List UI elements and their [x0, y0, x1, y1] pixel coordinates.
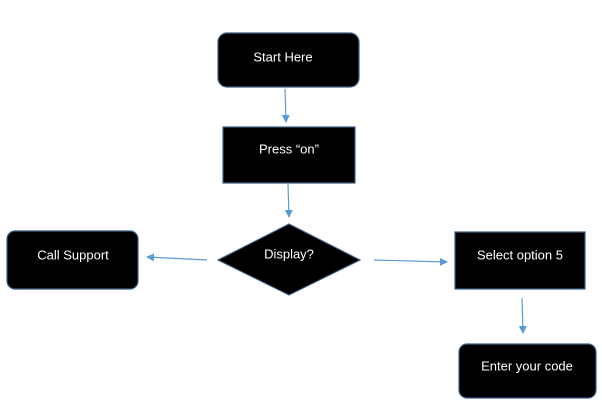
start-node-label: Start Here	[253, 49, 312, 64]
start-node: Start Here	[217, 32, 360, 88]
select-option-node: Select option 5	[454, 231, 586, 290]
press-on-node-label: Press “on”	[259, 141, 319, 156]
call-support-node: Call Support	[6, 230, 139, 290]
connector-press-on-to-display	[284, 183, 293, 218]
enter-code-node: Enter your code	[458, 343, 597, 399]
connector-select-option-to-enter-code	[518, 297, 527, 334]
display-decision-node: Display?	[216, 223, 362, 296]
press-on-node: Press “on”	[222, 126, 356, 184]
select-option-node-label: Select option 5	[477, 247, 563, 262]
enter-code-node-label: Enter your code	[481, 358, 573, 373]
connector-display-to-select-option	[373, 257, 448, 266]
connector-start-to-press-on	[281, 88, 290, 123]
call-support-node-label: Call Support	[37, 247, 109, 262]
connector-display-to-call-support	[146, 253, 208, 262]
display-decision-label: Display?	[264, 246, 314, 261]
